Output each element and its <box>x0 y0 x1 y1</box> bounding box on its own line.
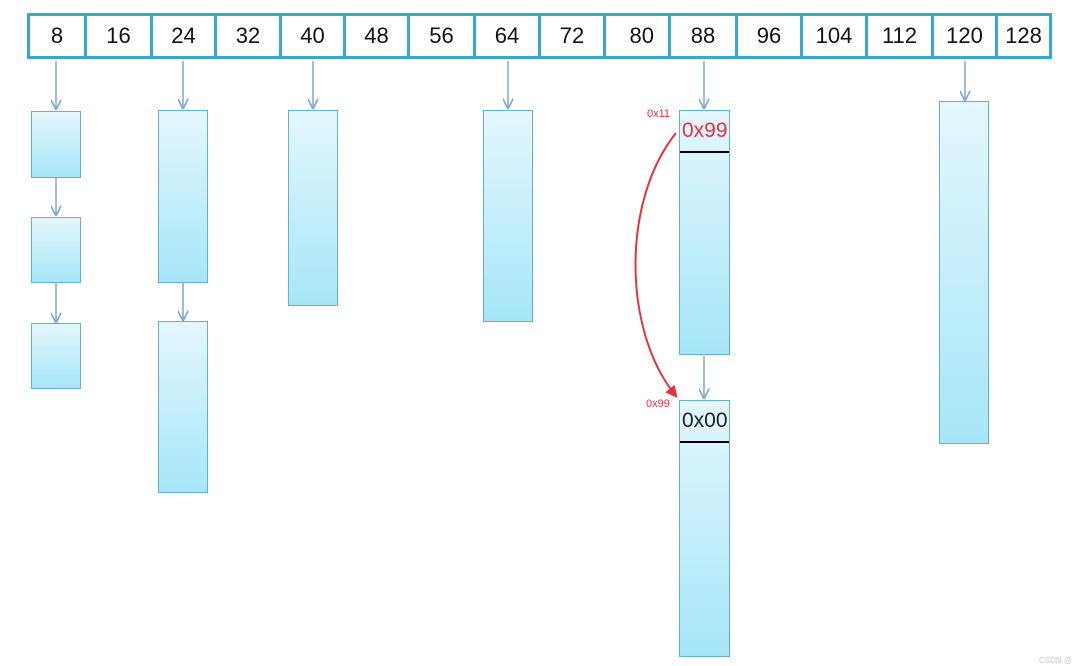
bin-cell-112: 112 <box>865 13 934 59</box>
bin-cell-88: 88 <box>668 13 738 59</box>
bin-cell-104: 104 <box>800 13 868 59</box>
watermark: CSDN @ <box>1038 656 1072 665</box>
chunk-bin24-2 <box>158 321 208 493</box>
bin-cell-24: 24 <box>150 13 217 59</box>
bin-cell-128: 128 <box>995 13 1052 59</box>
chunk-bin8-2 <box>31 217 81 283</box>
chunk-bin8-3 <box>31 323 81 389</box>
bin-cell-120: 120 <box>931 13 998 59</box>
chunk-header-value: 0x99 <box>680 111 729 153</box>
bin-cell-72: 72 <box>538 13 606 59</box>
bin-cell-40: 40 <box>279 13 346 59</box>
bin-cell-32: 32 <box>214 13 282 59</box>
chunk-bin88-2: 0x00 <box>679 400 730 657</box>
chunk-bin64-1 <box>483 110 533 322</box>
chunk-bin8-1 <box>31 111 81 178</box>
chunk-bin40-1 <box>288 110 338 306</box>
bin-cell-56: 56 <box>407 13 476 59</box>
chunk-bin120-1 <box>939 101 989 444</box>
chunk-bin24-1 <box>158 110 208 283</box>
bin-cell-8: 8 <box>27 13 87 59</box>
size-label: 0x11 <box>647 108 671 120</box>
chunk-bin88-1: 0x99 <box>679 110 730 355</box>
chunk-header-value: 0x00 <box>680 401 729 443</box>
overwrite-arrow <box>634 132 678 398</box>
bin-cell-16: 16 <box>84 13 153 59</box>
size-label: 0x99 <box>646 398 670 410</box>
